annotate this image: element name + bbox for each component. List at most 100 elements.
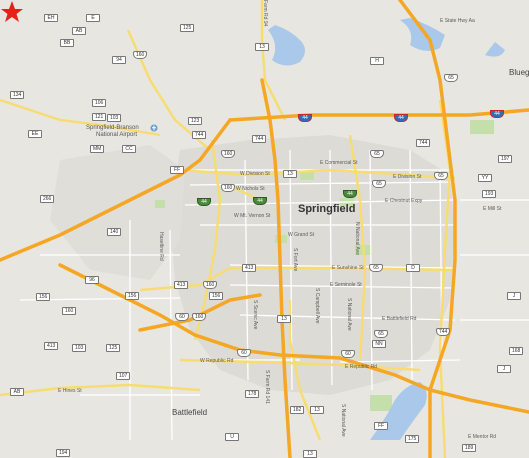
street-label: Farm Rd 94 — [262, 0, 268, 27]
route-shield: 121 — [92, 113, 107, 121]
route-shield: 60 — [175, 313, 189, 321]
route-shield: 175 — [405, 435, 420, 443]
route-shield: 125 — [106, 344, 121, 352]
route-shield: 103 — [72, 344, 87, 352]
street-label: E Hines St — [58, 388, 82, 394]
route-shield: 178 — [245, 390, 260, 398]
route-shield: 106 — [92, 99, 107, 107]
route-shield: EH — [44, 14, 58, 22]
street-label: E Mill St — [483, 206, 502, 212]
street-label: E Commercial St — [320, 160, 358, 166]
route-shield: U — [225, 433, 239, 441]
street-label: S Fort Ave — [292, 248, 298, 272]
route-shield: 134 — [10, 91, 25, 99]
route-shield: 140 — [107, 228, 122, 236]
route-shield: 744 — [436, 328, 451, 336]
business-loop-shield: 44 — [253, 197, 267, 205]
route-shield: 744 — [416, 139, 431, 147]
city-label: Springfield — [298, 203, 356, 215]
street-label: S National Ave — [340, 404, 346, 437]
interstate-shield: 44 — [298, 114, 312, 122]
route-shield: 65 — [434, 172, 448, 180]
route-shield: J — [507, 292, 521, 300]
park-area — [155, 200, 165, 208]
lake — [485, 42, 505, 57]
route-shield: 65 — [370, 150, 384, 158]
route-shield: 60 — [237, 349, 251, 357]
route-shield: 160 — [203, 281, 218, 289]
route-shield: CC — [122, 145, 136, 153]
james-river-fwy — [138, 293, 262, 332]
route-shield: 413 — [242, 264, 257, 272]
route-shield: 13 — [310, 406, 324, 414]
street-label: S National Ave — [346, 298, 352, 331]
route-shield: 103 — [107, 114, 122, 122]
route-shield: 189 — [462, 444, 477, 452]
lake — [268, 25, 305, 66]
route-shield: 193 — [482, 190, 497, 198]
street-label: E Mentor Rd — [468, 434, 497, 440]
route-shield: MM — [90, 145, 105, 153]
street-label: W Mt. Vernon St — [234, 213, 271, 219]
route-shield: 65 — [374, 330, 388, 338]
route-shield: 123 — [188, 117, 203, 125]
street-label: W Nichols St — [236, 186, 265, 192]
street-label: E Republic Rd — [345, 364, 377, 370]
route-shield: 13 — [283, 170, 297, 178]
street-label: Haseltine Rd — [158, 232, 164, 261]
route-shield: 744 — [252, 135, 267, 143]
route-shield: 168 — [509, 347, 524, 355]
route-shield: 65 — [444, 74, 458, 82]
street-label: E Seminole St — [330, 282, 362, 288]
route-shield: EE — [28, 130, 42, 138]
route-shield: E — [86, 14, 100, 22]
route-shield: D — [406, 264, 420, 272]
airport-icon — [150, 124, 158, 132]
street-label: E State Hwy Aa — [440, 18, 475, 24]
town-label: Battlefield — [172, 408, 208, 417]
interstate-44 — [228, 108, 529, 122]
route-shield: BB — [60, 39, 74, 47]
route-shield: 160 — [221, 184, 236, 192]
route-shield: 156 — [125, 292, 140, 300]
route-shield: AB — [72, 27, 86, 35]
route-shield: 744 — [192, 131, 207, 139]
business-loop-shield: 44 — [343, 190, 357, 198]
us-65 — [398, 0, 457, 458]
route-shield: 13 — [277, 315, 291, 323]
us-60 — [58, 263, 529, 414]
route-shield: 13 — [303, 450, 317, 458]
route-shield: YY — [478, 174, 492, 182]
route-shield: 160 — [62, 307, 77, 315]
route-shield: 194 — [56, 449, 71, 457]
business-loop-shield: 44 — [197, 198, 211, 206]
route-shield: 197 — [498, 155, 513, 163]
park-area — [470, 120, 494, 134]
route-shield: 13 — [255, 43, 269, 51]
route-shield: FF — [374, 422, 388, 430]
route-shield: 65 — [372, 180, 386, 188]
route-shield: AB — [10, 388, 24, 396]
route-shield: 94 — [112, 56, 126, 64]
street-label: E Battlefield Rd — [382, 316, 417, 322]
street-label: S Farm Rd 141 — [264, 370, 270, 404]
town-label: Bluegra — [509, 68, 529, 77]
street-label: W Republic Rd — [200, 358, 234, 364]
park-area — [300, 170, 314, 180]
route-shield: 60 — [341, 350, 355, 358]
route-shield: 96 — [85, 276, 99, 284]
street-label: E Chestnut Expy — [385, 198, 423, 204]
airport-label-line2: National Airport — [96, 132, 138, 138]
street-label: S Scenic Ave — [252, 300, 258, 330]
interstate-shield: 44 — [394, 114, 408, 122]
route-shield: 266 — [40, 195, 55, 203]
airport-label-line1: Springfield-Branson — [86, 125, 139, 131]
route-shield: 125 — [180, 24, 195, 32]
route-shield: NN — [372, 340, 386, 348]
star-icon[interactable] — [0, 0, 24, 24]
route-shield: J — [497, 365, 511, 373]
interstate-shield: 44 — [490, 110, 504, 118]
lake — [400, 18, 445, 51]
route-shield: 413 — [44, 342, 59, 350]
